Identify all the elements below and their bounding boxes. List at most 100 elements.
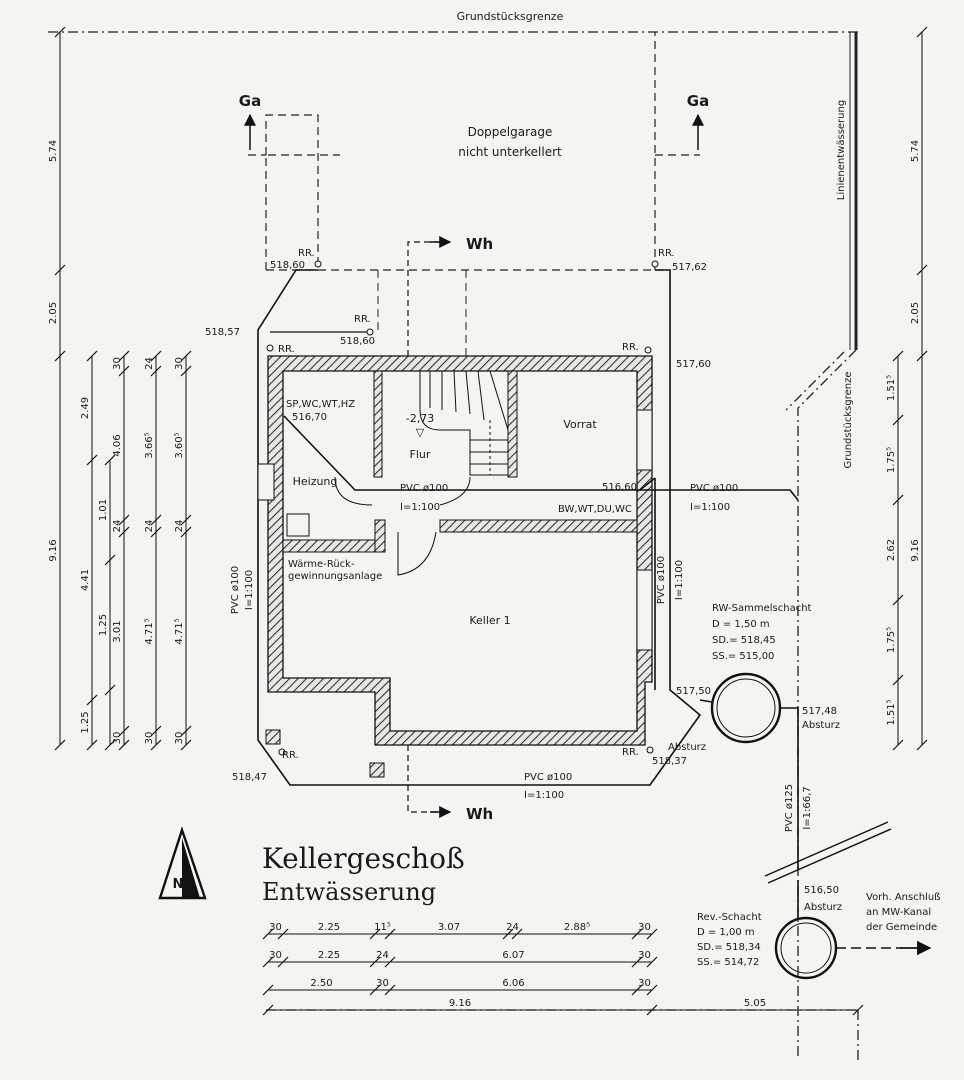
pipe-h-mid: PVC ø100 <box>400 483 448 494</box>
connection-line-1: Vorh. Anschluß <box>866 892 940 903</box>
ga-right-label: Ga <box>687 92 709 110</box>
room-heizung: Heizung <box>293 475 338 488</box>
dim-bottom-r3-label: 6.06 <box>502 978 524 989</box>
right-boundary <box>266 349 859 1060</box>
rw-out-level: 517,48 <box>802 706 837 717</box>
break-line-1 <box>764 821 889 877</box>
wh-bottom-label: Wh <box>466 805 493 823</box>
pipe-v-left: PVC ø100 <box>230 566 241 614</box>
rr-tr-garage: RR. <box>658 248 675 259</box>
rev-d: D = 1,00 m <box>697 927 755 938</box>
rr-left-lvl: 518,57 <box>205 327 240 338</box>
pipe-h-bottom: PVC ø100 <box>524 772 572 783</box>
pipe-v-right: PVC ø100 <box>656 556 667 604</box>
dimension-lines: 5.742.059.162.494.411.251.011.25304.0624… <box>48 26 928 1016</box>
dim-left-c4-label: 24 <box>144 520 155 533</box>
rev-manhole-inner <box>780 922 832 974</box>
dim-bottom-r1-label: 24 <box>506 922 519 933</box>
dim-left-c5-label: 3.60⁵ <box>174 432 185 458</box>
rr-mid: RR. <box>354 314 371 325</box>
dim-bottom-r2-label: 24 <box>376 950 389 961</box>
perimeter-drain-pipe <box>257 269 702 786</box>
dim-bottom-r1-label: 30 <box>269 922 282 933</box>
north-arrow-fill-icon <box>182 838 200 898</box>
dim-right-outer-label: 2.05 <box>910 302 921 324</box>
dim-bottom-r2-label: 30 <box>638 950 651 961</box>
dim-left-c1-label: 4.41 <box>80 569 91 591</box>
floor-drain-box-2 <box>369 762 385 778</box>
title-sub: Entwässerung <box>262 878 436 906</box>
interior-drain-pipe <box>283 415 656 491</box>
rr-markers <box>266 260 659 756</box>
rr-br: RR. <box>622 747 639 758</box>
title-main: Kellergeschoß <box>262 842 465 875</box>
dim-bottom-r3-label: 30 <box>638 978 651 989</box>
rr-tl-garage: RR. <box>298 248 315 259</box>
rev-manhole <box>774 916 838 980</box>
dim-right-outer-label: 9.16 <box>910 539 921 561</box>
wh-top-label: Wh <box>466 235 493 253</box>
dim-bottom-r3-label: 2.50 <box>310 978 332 989</box>
dim-right-inner-label: 1.51⁵ <box>886 375 897 401</box>
pipe-h-right-slope: I=1:100 <box>690 502 730 513</box>
dim-left-outer-label: 9.16 <box>48 539 59 561</box>
dim-left-outer-label: 2.05 <box>48 302 59 324</box>
garage-outline <box>248 32 700 271</box>
dim-bottom-r1-label: 2.25 <box>318 922 340 933</box>
dim-left-c4-label: 30 <box>144 732 155 745</box>
staircase <box>419 370 509 476</box>
rr-left: RR. <box>278 344 295 355</box>
garage-label-2: nicht unterkellert <box>458 145 562 159</box>
dim-bottom-r2-label: 6.07 <box>502 950 524 961</box>
rr-br-absturz: Absturz <box>668 742 706 753</box>
connection-line-3: der Gemeinde <box>866 922 937 933</box>
dim-right-inner-label: 1.75⁵ <box>886 627 897 653</box>
dim-bottom-r2-label: 30 <box>269 950 282 961</box>
rw-d: D = 1,50 m <box>712 619 770 630</box>
heat-recovery-unit <box>286 513 310 537</box>
wh-top-path <box>407 241 440 356</box>
rw-title: RW-Sammelschacht <box>712 603 812 614</box>
dim-left-c5-label: 24 <box>174 520 185 533</box>
garage-guides <box>377 270 467 356</box>
dim-bottom-r2-label: 2.25 <box>318 950 340 961</box>
rev-level: 516,50 <box>804 885 839 896</box>
dim-bottom-r1-label: 3.07 <box>438 922 460 933</box>
rr-bl: RR. <box>282 750 299 761</box>
room-flur: Flur <box>410 448 431 461</box>
rw-in-level: 517,50 <box>676 686 711 697</box>
pipe-v-left-slope: I=1:100 <box>244 570 255 610</box>
rr-right-lvl: 517,60 <box>676 359 711 370</box>
rr-bl-lvl: 518,47 <box>232 772 267 783</box>
rr-right: RR. <box>622 342 639 353</box>
connection-line-2: an MW-Kanal <box>866 907 931 918</box>
boundary-right-label: Grundstücksgrenze <box>843 372 854 469</box>
rw-out-label: Absturz <box>802 720 840 731</box>
main-sewer-pipe <box>780 707 799 870</box>
fixture-sp-label: SP,WC,WT,HZ <box>286 399 355 410</box>
dim-left-outer-label: 5.74 <box>48 140 59 162</box>
dim-left-c4-label: 3.66⁵ <box>144 432 155 458</box>
dim-left-c2-label: 1.01 <box>98 499 109 521</box>
dim-bottom-r1-label: 2.88⁵ <box>564 922 590 933</box>
dim-left-c1-label: 1.25 <box>80 711 91 733</box>
flur-level-marker: ▽ <box>416 426 425 439</box>
pipe-v-right-slope: I=1:100 <box>674 560 685 600</box>
fixture-bw-level: 516,60 <box>602 482 637 493</box>
rw-ss: SS.= 515,00 <box>712 651 774 662</box>
dim-bottom-r1-label: 30 <box>638 922 651 933</box>
pipe-v-125-slope: I=1:66,7 <box>802 786 813 829</box>
room-waerme-1: Wärme-Rück- <box>288 559 355 570</box>
rr-tr-garage-lvl: 517,62 <box>672 262 707 273</box>
dim-left-c5-label: 30 <box>174 357 185 370</box>
rev-title: Rev.-Schacht <box>697 912 762 923</box>
heater-unit <box>257 463 275 501</box>
house-walls <box>267 355 653 746</box>
wh-bottom-path <box>407 745 440 813</box>
rev-ss: SS.= 514,72 <box>697 957 759 968</box>
dim-bottom-r4-label: 5.05 <box>744 998 766 1009</box>
dim-left-c3-label: 3.01 <box>112 620 123 642</box>
ga-left-label: Ga <box>239 92 261 110</box>
fixture-bw-label: BW,WT,DU,WC <box>558 504 632 515</box>
